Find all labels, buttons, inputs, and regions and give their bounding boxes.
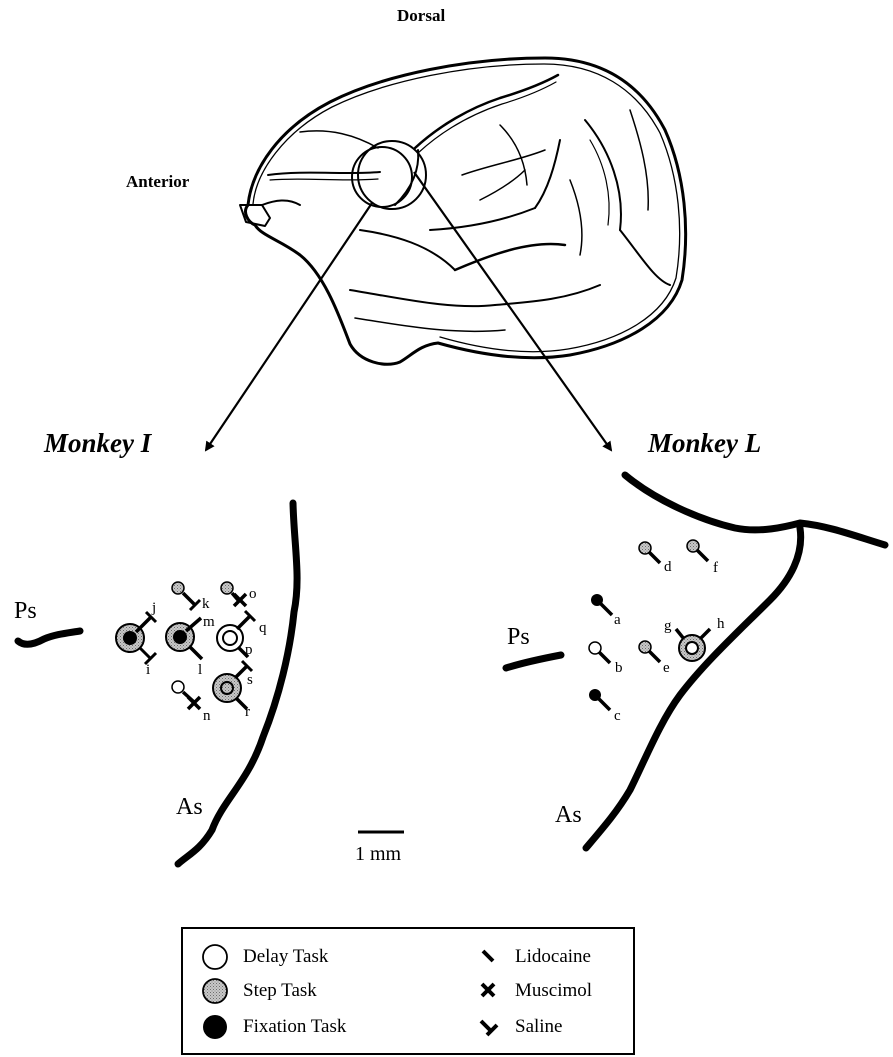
svg-text:e: e (663, 660, 670, 676)
monkey-l-ps-label: Ps (507, 624, 530, 650)
site-p: p (217, 625, 253, 658)
monkey-l-arcuate-sulcus (586, 528, 801, 848)
site-j: j (136, 600, 156, 632)
svg-text:q: q (259, 620, 267, 636)
svg-text:i: i (146, 662, 150, 678)
site-o: o (221, 582, 257, 606)
legend-lidocaine-label: Lidocaine (515, 946, 591, 968)
site-n: n (172, 681, 211, 724)
monkey-l-sites: a b c d e f g (589, 540, 725, 724)
svg-text:a: a (614, 612, 621, 628)
legend-muscimol-label: Muscimol (515, 980, 592, 1002)
scale-bar-label: 1 mm (355, 843, 402, 865)
site-a: a (591, 594, 621, 628)
monkey-i-ps-label: Ps (14, 598, 37, 624)
figure-canvas: Ps As Ps As i j k l (0, 0, 893, 925)
svg-text:o: o (249, 586, 257, 602)
svg-text:p: p (245, 642, 253, 658)
monkey-i-principal-sulcus (18, 631, 80, 644)
svg-text:j: j (151, 600, 156, 616)
site-r: r (213, 674, 250, 720)
legend: Delay Task Step Task Fixation Task Lidoc… (181, 927, 635, 1055)
monkey-i-as-label: As (176, 794, 203, 820)
svg-text:g: g (664, 618, 672, 634)
muscimol-symbol (477, 979, 501, 1003)
monkey-i-sites: i j k l m n (116, 582, 267, 724)
svg-text:k: k (202, 596, 210, 612)
svg-text:s: s (247, 672, 253, 688)
site-g: g (664, 618, 705, 661)
legend-step-task-label: Step Task (243, 980, 317, 1002)
svg-text:c: c (614, 708, 621, 724)
svg-text:m: m (203, 614, 215, 630)
monkey-l-as-label: As (555, 802, 582, 828)
legend-step-task: Step Task (201, 977, 317, 1005)
svg-text:l: l (198, 662, 202, 678)
svg-text:f: f (713, 560, 718, 576)
site-b: b (589, 642, 623, 676)
legend-delay-task-label: Delay Task (243, 946, 328, 968)
step-task-symbol (201, 977, 229, 1005)
site-m: m (186, 614, 215, 631)
site-e: e (639, 641, 670, 676)
arrow-to-monkey-i (206, 203, 372, 450)
legend-lidocaine: Lidocaine (477, 945, 591, 969)
site-f: f (687, 540, 718, 576)
svg-text:d: d (664, 559, 672, 575)
site-c: c (589, 689, 621, 724)
legend-delay-task: Delay Task (201, 943, 328, 971)
arrow-to-monkey-l (414, 172, 611, 450)
site-l: l (166, 623, 202, 678)
legend-saline-label: Saline (515, 1016, 563, 1038)
svg-text:b: b (615, 660, 623, 676)
monkey-l-lateral-sulcus (625, 475, 885, 545)
site-d: d (639, 542, 672, 575)
legend-muscimol: Muscimol (477, 979, 592, 1003)
fixation-task-symbol (201, 1013, 229, 1041)
saline-symbol (477, 1015, 501, 1039)
delay-task-symbol (201, 943, 229, 971)
svg-text:r: r (245, 704, 250, 720)
site-k: k (172, 582, 210, 612)
site-i: i (116, 624, 156, 678)
legend-fixation-task: Fixation Task (201, 1013, 346, 1041)
lidocaine-symbol (477, 945, 501, 969)
monkey-l-principal-sulcus (506, 655, 561, 668)
svg-text:h: h (717, 616, 725, 632)
legend-fixation-task-label: Fixation Task (243, 1016, 346, 1038)
legend-saline: Saline (477, 1015, 563, 1039)
brain-illustration (240, 58, 686, 364)
svg-text:n: n (203, 708, 211, 724)
